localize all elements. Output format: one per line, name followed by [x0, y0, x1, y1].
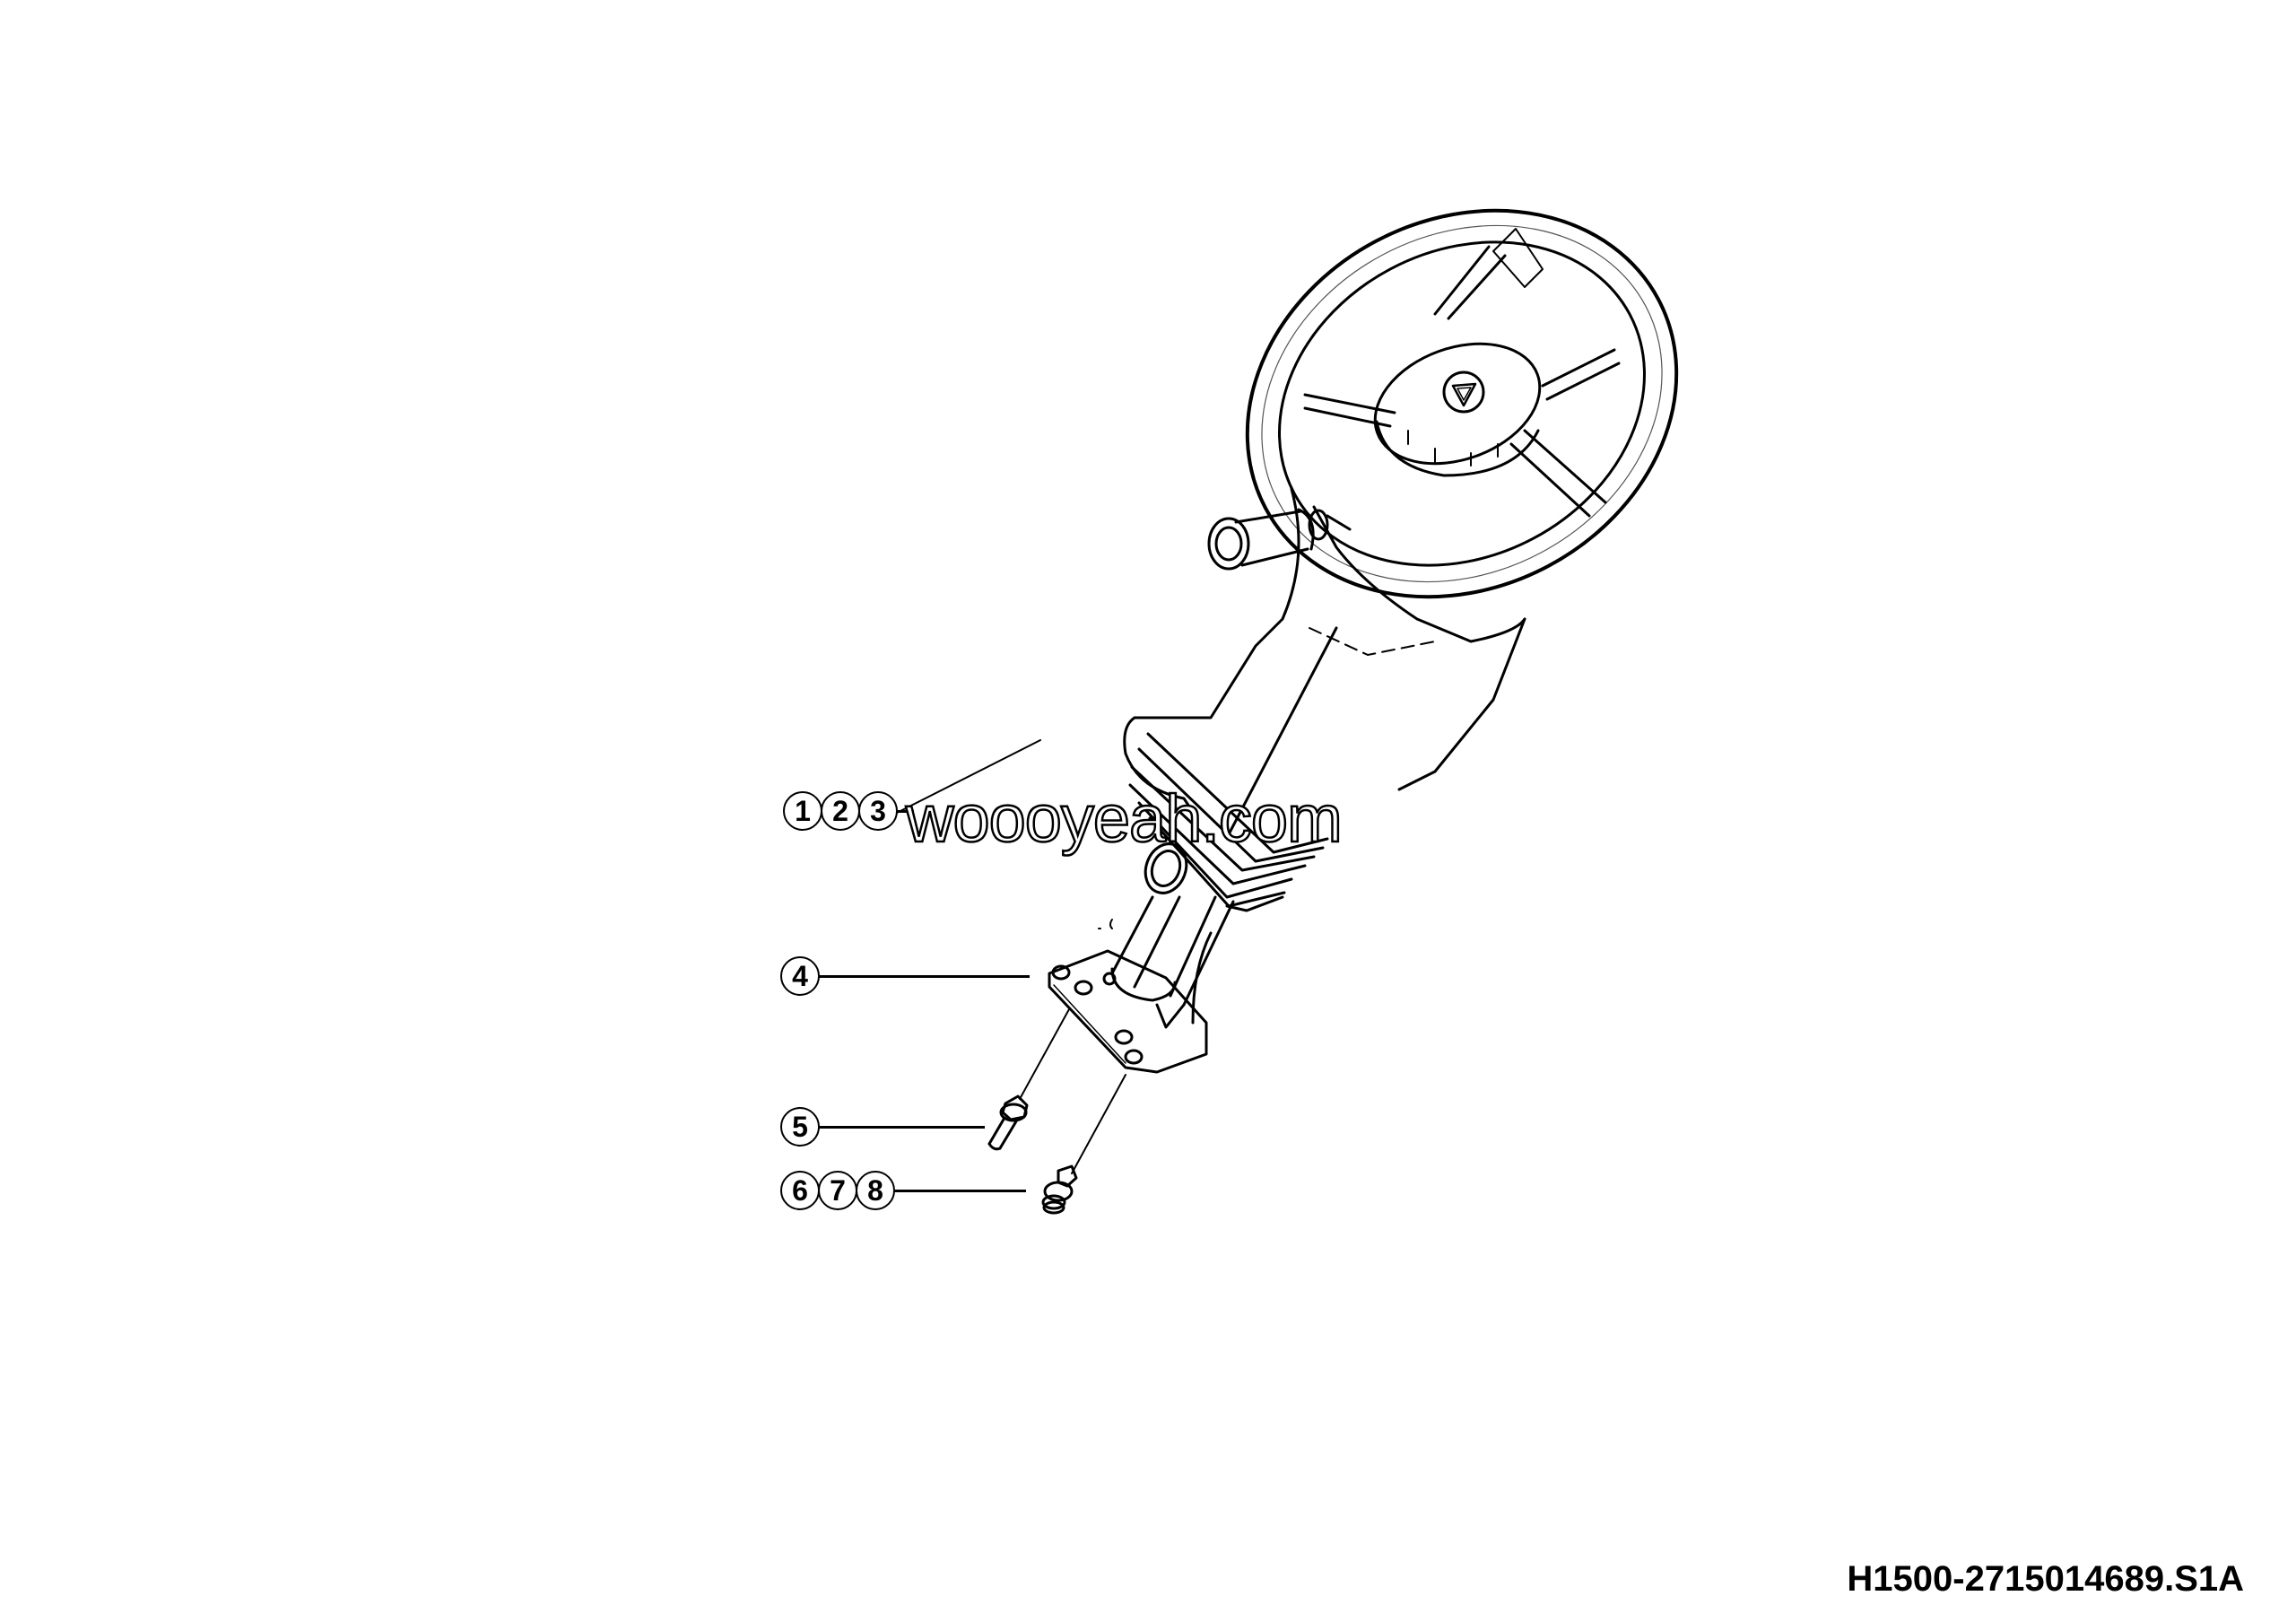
steering-wheel — [1245, 208, 1679, 599]
leader-line — [896, 809, 914, 813]
callout-bubble-5[interactable]: 5 — [780, 1107, 820, 1147]
lower-column — [1098, 842, 1235, 1029]
callout-bubble-3[interactable]: 3 — [858, 791, 898, 831]
callout-bubble-2[interactable]: 2 — [821, 791, 860, 831]
fasteners — [987, 1008, 1126, 1215]
leader-line — [818, 974, 1030, 978]
leader-line — [818, 1125, 985, 1129]
callout-4: 4 — [780, 956, 1030, 996]
base-plate — [1048, 949, 1208, 1074]
callout-bubble-6[interactable]: 6 — [780, 1171, 820, 1210]
emblem-icon — [1442, 371, 1485, 414]
callout-6-7-8: 6 7 8 — [780, 1171, 1026, 1210]
bolt-icon — [987, 1094, 1029, 1151]
watermark-text: woooyeah.com — [905, 780, 1344, 858]
leader-line — [893, 1189, 1026, 1192]
callout-bubble-1[interactable]: 1 — [783, 791, 822, 831]
callout-bubble-4[interactable]: 4 — [780, 956, 820, 996]
assembly-line — [1071, 1074, 1126, 1174]
nut-washer-icon — [1041, 1164, 1078, 1215]
callout-5: 5 — [780, 1107, 985, 1147]
column-shroud — [1133, 487, 1526, 836]
leader-line-123 — [896, 739, 1041, 814]
callout-bubble-8[interactable]: 8 — [856, 1171, 895, 1210]
column-boot — [1123, 716, 1329, 912]
part-number-label: H1500-2715014689.S1A — [1847, 1559, 2244, 1599]
callout-bubble-7[interactable]: 7 — [818, 1171, 857, 1210]
callout-1-2-3: 1 2 3 — [783, 791, 914, 831]
pivot-bolt-icon — [1102, 972, 1117, 986]
assembly-line — [1019, 1008, 1070, 1100]
steering-hub — [1373, 342, 1542, 477]
lever-handle — [1207, 508, 1352, 571]
